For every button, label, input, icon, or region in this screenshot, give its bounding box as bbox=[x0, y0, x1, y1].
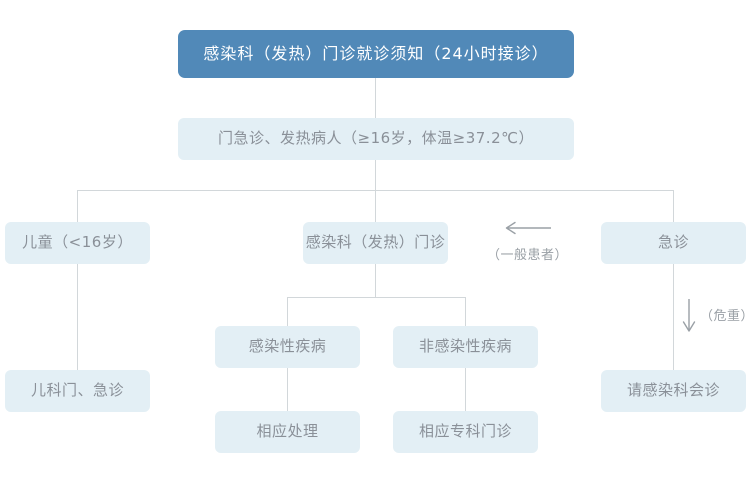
node-consult: 请感染科会诊 bbox=[601, 370, 746, 412]
connector-drop-fever-clinic bbox=[375, 190, 376, 222]
connector-level2-bus bbox=[287, 297, 465, 298]
annotation-general-patient-label: （一般患者） bbox=[487, 248, 569, 263]
connector-emergency-to-consult bbox=[673, 264, 674, 370]
connector-infectious-to-treatment bbox=[287, 368, 288, 411]
connector-children-to-pediatrics bbox=[77, 264, 78, 370]
node-treatment: 相应处理 bbox=[215, 411, 360, 453]
node-infectious: 感染性疾病 bbox=[215, 326, 360, 368]
connector-intake-trunk bbox=[375, 160, 376, 190]
node-title: 感染科（发热）门诊就诊须知（24小时接诊） bbox=[178, 30, 574, 78]
node-specialist: 相应专科门诊 bbox=[393, 411, 538, 453]
node-noninfectious: 非感染性疾病 bbox=[393, 326, 538, 368]
connector-drop-noninfectious bbox=[465, 297, 466, 326]
node-children: 儿童（<16岁） bbox=[5, 222, 150, 264]
arrow-down-icon bbox=[682, 299, 696, 332]
node-emergency: 急诊 bbox=[601, 222, 746, 264]
connector-drop-infectious bbox=[287, 297, 288, 326]
connector-drop-children bbox=[77, 190, 78, 222]
connector-title-to-intake bbox=[375, 78, 376, 118]
connector-drop-emergency bbox=[673, 190, 674, 222]
node-fever-clinic: 感染科（发热）门诊 bbox=[303, 222, 448, 264]
connector-noninfectious-to-specialist bbox=[465, 368, 466, 411]
arrow-left-icon bbox=[505, 221, 551, 235]
annotation-critical-label: （危重） bbox=[700, 309, 751, 324]
node-pediatrics: 儿科门、急诊 bbox=[5, 370, 150, 412]
node-intake: 门急诊、发热病人（≥16岁，体温≥37.2℃） bbox=[178, 118, 574, 160]
connector-fever-clinic-trunk bbox=[375, 264, 376, 297]
